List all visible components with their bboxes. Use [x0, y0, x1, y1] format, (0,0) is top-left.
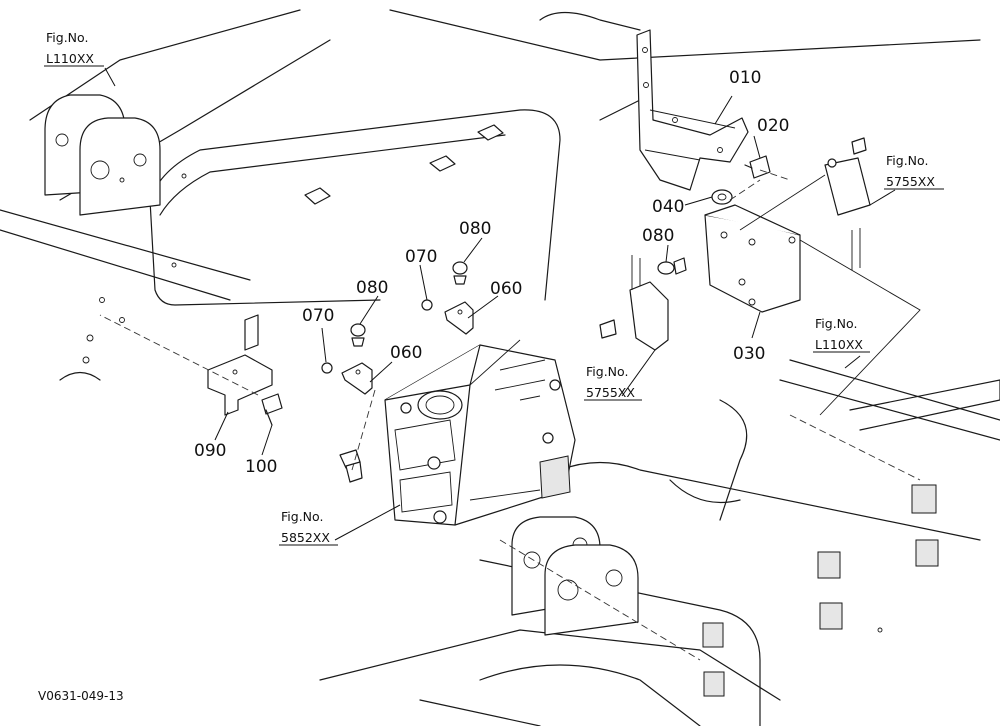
fig-ref-prefix: Fig.No.	[586, 364, 628, 379]
callout-060-left: 060	[390, 343, 422, 363]
controller-housing	[384, 344, 576, 526]
bolt-070	[321, 299, 433, 374]
callout-030: 030	[733, 344, 765, 364]
sensor-unit-right	[824, 137, 871, 270]
nut-040	[711, 189, 733, 205]
callout-020: 020	[757, 116, 789, 136]
clamp-bracket-060	[341, 301, 474, 395]
callout-100: 100	[245, 457, 277, 477]
fig-ref-prefix: Fig.No.	[815, 316, 857, 331]
callout-060-right: 060	[490, 279, 522, 299]
fig-ref-code: L110XX	[815, 337, 863, 352]
cable-clip-080	[350, 257, 687, 347]
fig-ref-prefix: Fig.No.	[281, 509, 323, 524]
fig-ref-prefix: Fig.No.	[46, 30, 88, 45]
callout-070-left: 070	[302, 306, 334, 326]
callout-labels: 010 020 030 040 060 060 070 070 080 080 …	[194, 68, 789, 477]
diagram-id: V0631-049-13	[38, 689, 124, 703]
fig-ref-code: 5755XX	[586, 385, 635, 400]
fig-ref-top-left: Fig.No. L110XX	[44, 30, 104, 67]
hinge-bracket-top-left	[44, 94, 161, 216]
bolt-020	[744, 155, 771, 179]
fig-ref-bottom-left: Fig.No. 5852XX	[279, 509, 338, 546]
frame-tabs	[82, 124, 939, 697]
figure-references: Fig.No. L110XX Fig.No. 5755XX Fig.No. L1…	[44, 30, 944, 546]
callout-010: 010	[729, 68, 761, 88]
assembly-lines	[99, 169, 921, 661]
callout-080-right: 080	[642, 226, 674, 246]
callout-090: 090	[194, 441, 226, 461]
fig-ref-right-top: Fig.No. 5755XX	[884, 153, 944, 190]
fig-ref-prefix: Fig.No.	[886, 153, 928, 168]
fig-ref-code: 5852XX	[281, 530, 330, 545]
leader-lines	[104, 67, 896, 541]
mounting-bracket-090	[207, 314, 273, 416]
callout-080-left: 080	[356, 278, 388, 298]
callout-040: 040	[652, 197, 684, 217]
sensor-unit-center	[599, 255, 669, 351]
fig-ref-right-mid: Fig.No. L110XX	[813, 316, 870, 353]
callout-080-top: 080	[459, 219, 491, 239]
bracket-010	[636, 29, 749, 191]
bolt-100	[261, 393, 283, 426]
fig-ref-center: Fig.No. 5755XX	[584, 364, 642, 401]
bracket-030	[704, 204, 801, 313]
callout-070-right: 070	[405, 247, 437, 267]
fig-ref-code: L110XX	[46, 51, 94, 66]
hinge-bracket-bottom	[511, 516, 639, 636]
stud-bolt-5852	[339, 449, 363, 483]
fig-ref-code: 5755XX	[886, 174, 935, 189]
